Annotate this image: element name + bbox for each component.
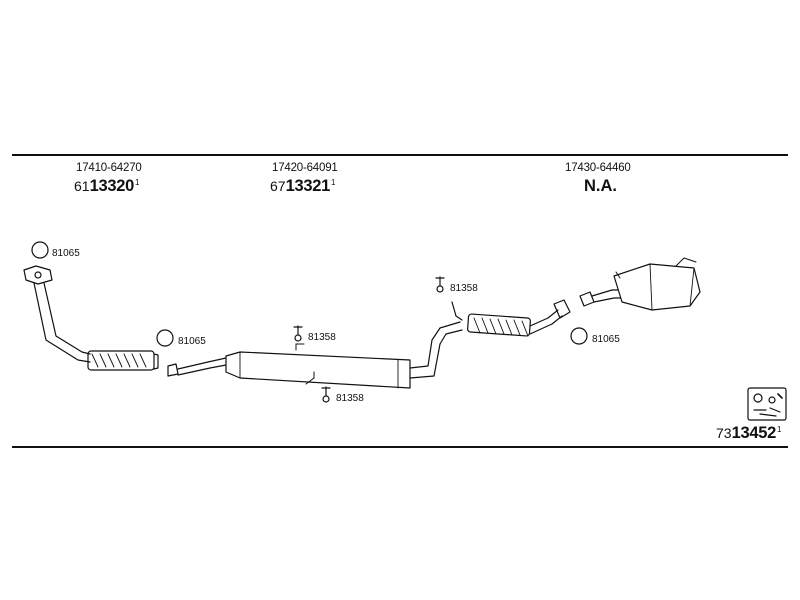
order-code-rear-muffler-na: N.A. [584, 177, 617, 195]
gasket-ring-icon [156, 329, 174, 347]
rear-muffler-part [579, 257, 701, 311]
ref-hanger-bottom-middle: 81358 [336, 393, 364, 404]
order-code-superscript: 1 [134, 178, 140, 187]
top-divider-line [12, 154, 788, 156]
ref-hanger-top-middle: 81358 [308, 332, 336, 343]
ref-gasket-rear: 81065 [592, 334, 620, 345]
order-code-main: 13321 [285, 177, 331, 195]
front-pipe-part [23, 265, 159, 371]
gasket-ring-icon [31, 241, 49, 259]
hanger-hook-icon [435, 276, 445, 293]
part-number-front-pipe: 17410-64270 [76, 162, 142, 174]
gasket-ring-icon [570, 327, 588, 345]
order-code-front-pipe: 61133201 [74, 178, 139, 195]
order-code-prefix: 67 [270, 178, 286, 194]
mounting-kit-icon [747, 387, 787, 421]
order-code-prefix: 61 [74, 178, 90, 194]
ref-gasket-front: 81065 [52, 248, 80, 259]
center-pipe-part [167, 321, 463, 389]
order-code-main: 13452 [731, 424, 777, 442]
ref-gasket-middle: 81065 [178, 336, 206, 347]
hanger-hook-icon [321, 386, 331, 403]
order-code-main: 13320 [89, 177, 135, 195]
order-code-superscript: 1 [776, 425, 782, 434]
order-code-superscript: 1 [330, 178, 336, 187]
hanger-hook-icon [293, 325, 303, 342]
part-number-center-pipe: 17420-64091 [272, 162, 338, 174]
intermediate-pipe-part [451, 299, 571, 337]
order-code-center-pipe: 67133211 [270, 178, 335, 195]
order-code-mounting-kit: 73134521 [716, 425, 781, 442]
ref-hanger-top-right: 81358 [450, 283, 478, 294]
bottom-divider-line [12, 446, 788, 448]
order-code-prefix: 73 [716, 425, 732, 441]
part-number-rear-muffler: 17430-64460 [565, 162, 631, 174]
